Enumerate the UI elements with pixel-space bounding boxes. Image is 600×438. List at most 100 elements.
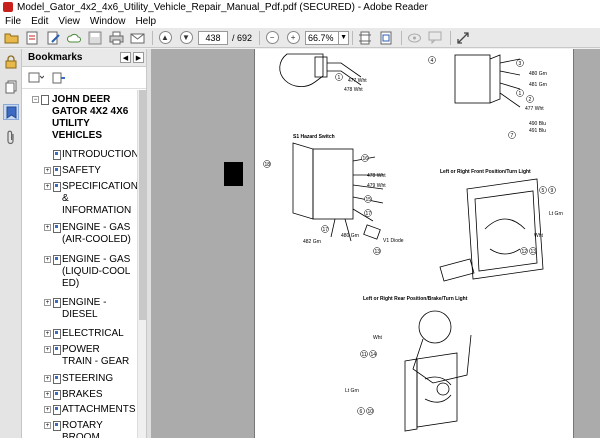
expand-bookmark-icon bbox=[52, 72, 65, 83]
attachments-button[interactable] bbox=[3, 129, 19, 145]
fit-page-icon bbox=[380, 31, 392, 44]
save-button[interactable] bbox=[86, 30, 104, 46]
bookmark-page-icon bbox=[41, 95, 49, 105]
menu-help[interactable]: Help bbox=[135, 15, 157, 27]
bookmark-electrical[interactable]: + ELECTRICAL bbox=[44, 328, 137, 340]
bookmark-steering[interactable]: + STEERING bbox=[44, 373, 137, 385]
page-thumbnails-button[interactable] bbox=[3, 79, 19, 95]
toolbar-separator bbox=[152, 30, 153, 45]
scroll-page-icon bbox=[359, 31, 372, 44]
bookmark-options-button[interactable] bbox=[28, 71, 44, 85]
bookmark-page-icon bbox=[53, 223, 61, 233]
expand-toggle-icon[interactable]: + bbox=[44, 391, 51, 398]
bookmark-engine-gas-air[interactable]: + ENGINE - GAS (AIR-COOLED) bbox=[44, 222, 132, 246]
collapse-toggle-icon[interactable]: − bbox=[32, 96, 39, 103]
expand-bookmark-button[interactable] bbox=[50, 71, 66, 85]
zoom-in-button[interactable]: + bbox=[284, 30, 302, 46]
expand-toggle-icon[interactable]: + bbox=[44, 183, 51, 190]
bookmark-page-icon bbox=[53, 421, 61, 431]
arrow-up-icon: ▲ bbox=[158, 31, 172, 44]
eye-icon bbox=[407, 33, 421, 42]
previous-page-button[interactable]: ▲ bbox=[156, 30, 174, 46]
open-button[interactable] bbox=[2, 30, 20, 46]
label-480-grn: 480 Grn bbox=[529, 71, 547, 77]
expand-toggle-icon[interactable]: + bbox=[44, 422, 51, 429]
label-480-grn-b: 480 Grn bbox=[341, 233, 359, 239]
bookmarks-toolbar bbox=[22, 67, 146, 89]
bookmark-label: STEERING bbox=[62, 373, 114, 384]
scrolling-mode-button[interactable] bbox=[356, 30, 374, 46]
next-page-button[interactable]: ▼ bbox=[177, 30, 195, 46]
bookmark-engine-diesel[interactable]: + ENGINE - DIESEL bbox=[44, 297, 132, 321]
bookmark-ribbon-icon bbox=[6, 106, 16, 119]
expand-toggle-icon[interactable]: + bbox=[44, 299, 51, 306]
bookmark-introduction[interactable]: INTRODUCTION bbox=[53, 149, 137, 161]
menu-window[interactable]: Window bbox=[89, 15, 126, 27]
panel-splitter[interactable] bbox=[147, 49, 151, 438]
callout-17: 17 bbox=[366, 211, 372, 217]
callout-2: 2 bbox=[529, 97, 532, 103]
label-v1-diode: V1 Diode bbox=[383, 238, 404, 244]
print-button[interactable] bbox=[107, 30, 125, 46]
bookmark-engine-gas-liquid[interactable]: + ENGINE - GAS (LIQUID-COOLED) bbox=[44, 254, 132, 290]
bookmark-page-icon bbox=[53, 405, 61, 415]
bookmark-page-icon bbox=[53, 255, 61, 265]
scrollbar-thumb[interactable] bbox=[139, 90, 146, 320]
full-screen-button[interactable] bbox=[454, 30, 472, 46]
menu-view[interactable]: View bbox=[58, 15, 80, 27]
window-title: Model_Gator_4x2_4x6_Utility_Vehicle_Repa… bbox=[17, 1, 428, 13]
bookmark-specifications[interactable]: + SPECIFICATIONS & INFORMATION bbox=[44, 181, 137, 217]
menu-edit[interactable]: Edit bbox=[31, 15, 49, 27]
bookmark-label: SAFETY bbox=[62, 165, 101, 176]
zoom-dropdown-chevron-icon[interactable]: ▼ bbox=[339, 30, 350, 45]
bookmark-label: ENGINE - GAS (LIQUID-COOLED) bbox=[62, 254, 131, 289]
email-button[interactable] bbox=[128, 30, 146, 46]
expand-toggle-icon[interactable]: + bbox=[44, 167, 51, 174]
toolbar-separator bbox=[401, 30, 403, 45]
bookmarks-panel-button[interactable] bbox=[3, 104, 19, 120]
callout-14: 14 bbox=[371, 352, 377, 358]
bookmark-brakes[interactable]: + BRAKES bbox=[44, 389, 137, 401]
fit-page-button[interactable] bbox=[377, 30, 395, 46]
read-mode-button[interactable] bbox=[405, 30, 423, 46]
create-pdf-button[interactable] bbox=[23, 30, 41, 46]
expand-toggle-icon[interactable]: + bbox=[44, 375, 51, 382]
lock-button[interactable] bbox=[3, 54, 19, 70]
expand-toggle-icon[interactable]: + bbox=[44, 330, 51, 337]
bookmark-attachments[interactable]: + ATTACHMENTS bbox=[44, 404, 137, 416]
menu-file[interactable]: File bbox=[5, 15, 22, 27]
label-lt-grn-rear: Lt Grn bbox=[345, 388, 359, 394]
bookmark-rotary-broom[interactable]: + ROTARY BROOM ENGINE bbox=[44, 420, 122, 438]
bookmark-label: INTRODUCTION bbox=[62, 149, 137, 160]
bookmark-safety[interactable]: + SAFETY bbox=[44, 165, 137, 177]
callout-4: 4 bbox=[431, 58, 434, 64]
bookmark-page-icon bbox=[53, 374, 61, 384]
edit-button[interactable] bbox=[44, 30, 62, 46]
label-rear-light: Left or Right Rear Position/Brake/Turn L… bbox=[363, 296, 468, 302]
bookmark-label: POWER TRAIN - GEAR bbox=[62, 344, 130, 367]
callout-1: 1 bbox=[338, 75, 341, 81]
callout-9: 9 bbox=[551, 188, 554, 194]
adobe-reader-icon bbox=[3, 2, 13, 12]
bookmark-label: ATTACHMENTS bbox=[62, 404, 136, 415]
expand-toggle-icon[interactable]: + bbox=[44, 224, 51, 231]
window-titlebar: Model_Gator_4x2_4x6_Utility_Vehicle_Repa… bbox=[0, 0, 600, 14]
callout-7: 7 bbox=[511, 133, 514, 139]
edit-pencil-icon bbox=[47, 31, 60, 44]
comment-button[interactable] bbox=[426, 30, 444, 46]
cloud-button[interactable] bbox=[65, 30, 83, 46]
zoom-out-button[interactable]: − bbox=[263, 30, 281, 46]
document-view[interactable]: 477 Wht 478 Wht 480 Grn 481 Grn 477 Wht … bbox=[151, 49, 600, 438]
label-wht-rear: Wht bbox=[373, 335, 383, 341]
panel-close-icon[interactable]: ▶ bbox=[133, 52, 144, 63]
panel-collapse-icon[interactable]: ◀ bbox=[120, 52, 131, 63]
bookmarks-scrollbar[interactable] bbox=[137, 90, 146, 438]
bookmark-power-train[interactable]: + POWER TRAIN - GEAR bbox=[44, 344, 132, 368]
page-number-input[interactable]: 438 bbox=[198, 30, 228, 45]
expand-toggle-icon[interactable]: + bbox=[44, 406, 51, 413]
zoom-level-input[interactable]: 66.7% bbox=[305, 30, 340, 45]
expand-toggle-icon[interactable]: + bbox=[44, 346, 51, 353]
expand-arrows-icon bbox=[457, 31, 469, 44]
expand-toggle-icon[interactable]: + bbox=[44, 256, 51, 263]
envelope-icon bbox=[130, 33, 144, 43]
